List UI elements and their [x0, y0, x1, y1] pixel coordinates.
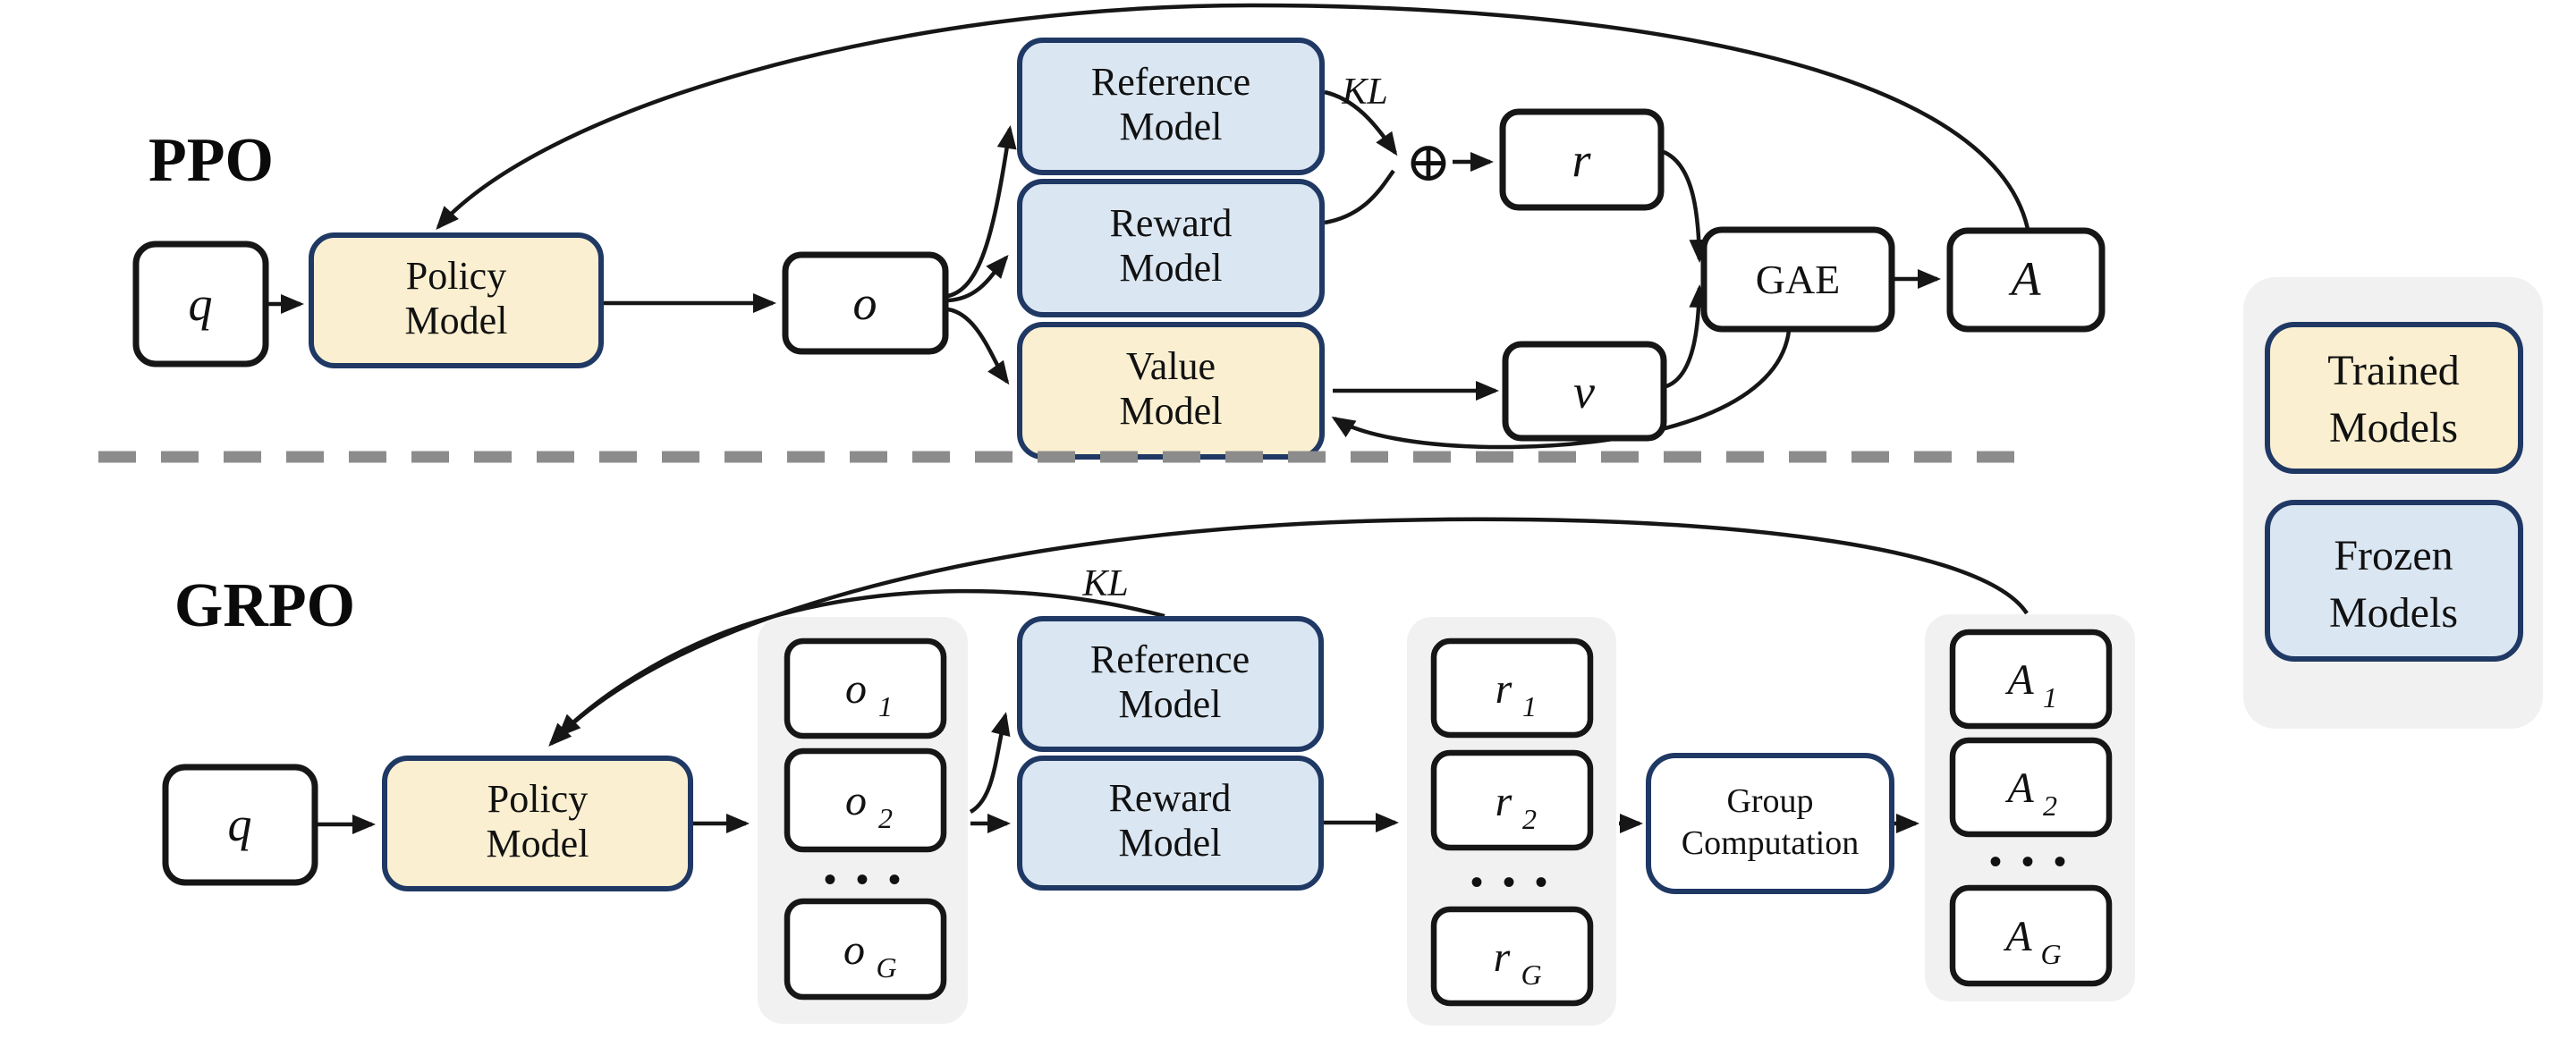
- grpo-reference-line2: Model: [1119, 682, 1222, 726]
- ppo-reference-line2: Model: [1120, 105, 1223, 148]
- ppo-reward-model-box: [1017, 179, 1325, 317]
- grpo-oG-sub: G: [876, 951, 896, 984]
- ppo-reward-line2: Model: [1120, 246, 1223, 290]
- grpo-rG-box: [1430, 906, 1594, 1007]
- grpo-r2-base: r: [1496, 778, 1513, 825]
- grpo-feedback-arc-a-to-policy: [548, 517, 2029, 747]
- grpo-reference-model-box: [1017, 616, 1324, 752]
- ppo-r-box: [1499, 108, 1665, 211]
- grpo-aG-box: [1949, 884, 2113, 987]
- ppo-arrow-v-to-gae: [1665, 284, 1709, 389]
- grpo-section: GRPO q Policy Model KL o 1 o 2 • • • o G…: [162, 517, 2135, 1026]
- ppo-oplus-icon: ⊕: [1405, 132, 1452, 193]
- legend-frozen-line1: Frozen: [2334, 532, 2453, 579]
- ppo-feedback-arc-a-to-policy: [436, 3, 2030, 230]
- grpo-r-ellipsis: • • •: [1470, 862, 1553, 902]
- grpo-reward-model-box: [1017, 756, 1324, 891]
- grpo-a2-base: A: [2004, 764, 2034, 812]
- grpo-rG-base: r: [1494, 933, 1511, 981]
- grpo-a-ellipsis: • • •: [1989, 841, 2072, 882]
- grpo-title: GRPO: [174, 571, 355, 640]
- grpo-o1-sub: 1: [878, 690, 893, 722]
- ppo-policy-line2: Model: [405, 299, 508, 342]
- ppo-gae-label: GAE: [1756, 257, 1841, 302]
- ppo-gae-box: [1700, 226, 1895, 333]
- legend: Trained Models Frozen Models: [2243, 277, 2543, 729]
- ppo-kl-label: KL: [1341, 72, 1387, 113]
- grpo-q-label: q: [228, 798, 252, 851]
- grpo-reference-line1: Reference: [1090, 638, 1250, 681]
- legend-trained-line2: Models: [2329, 404, 2458, 452]
- legend-frozen-line2: Models: [2329, 589, 2458, 637]
- grpo-a2-box: [1949, 737, 2113, 838]
- ppo-o-label: o: [853, 276, 877, 330]
- ppo-v-box: [1502, 341, 1667, 442]
- grpo-oG-base: o: [843, 926, 865, 974]
- ppo-a-label: A: [2009, 252, 2042, 306]
- grpo-group-line1: Group: [1726, 782, 1813, 820]
- grpo-oG-box: [784, 898, 947, 1001]
- ppo-value-line2: Model: [1120, 389, 1223, 433]
- grpo-a1-sub: 1: [2043, 681, 2057, 714]
- grpo-kl-label: KL: [1081, 563, 1128, 604]
- grpo-r1-base: r: [1496, 665, 1513, 713]
- ppo-q-box: [132, 241, 269, 367]
- grpo-kl-arc-reference-to-policy: [557, 588, 1165, 738]
- legend-trained-models-box: [2265, 322, 2523, 474]
- ppo-policy-line1: Policy: [406, 254, 506, 298]
- grpo-o-ellipsis: • • •: [824, 859, 906, 899]
- grpo-o2-sub: 2: [878, 802, 893, 834]
- grpo-o1-box: [784, 638, 947, 739]
- grpo-aG-base: A: [2003, 913, 2032, 960]
- grpo-o2-box: [784, 747, 947, 853]
- grpo-a1-base: A: [2004, 656, 2034, 704]
- ppo-r-label: r: [1572, 133, 1591, 187]
- ppo-a-box: [1946, 227, 2106, 333]
- ppo-reference-model-box: [1017, 38, 1325, 175]
- grpo-policy-model-box: [382, 756, 693, 891]
- grpo-q-box: [162, 764, 318, 886]
- grpo-o1-base: o: [845, 665, 867, 713]
- ppo-q-label: q: [189, 277, 213, 331]
- ppo-arrow-o-to-reference: [947, 125, 1017, 299]
- ppo-reference-line1: Reference: [1091, 60, 1250, 104]
- ppo-title: PPO: [148, 126, 274, 195]
- grpo-r1-box: [1430, 638, 1594, 739]
- ppo-o-box: [782, 251, 949, 355]
- legend-trained-line1: Trained: [2327, 347, 2460, 394]
- ppo-arrow-reference-kl-to-oplus: [1324, 89, 1398, 156]
- grpo-r1-sub: 1: [1522, 690, 1537, 722]
- grpo-reward-line1: Reward: [1109, 776, 1232, 820]
- grpo-policy-line1: Policy: [487, 777, 588, 821]
- grpo-a2-sub: 2: [2043, 790, 2057, 822]
- grpo-rG-sub: G: [1521, 958, 1541, 991]
- ppo-section: PPO q Policy Model o Reference Model Rew…: [132, 3, 2106, 460]
- ppo-policy-model-box: [309, 232, 604, 368]
- grpo-aG-sub: G: [2040, 938, 2061, 970]
- grpo-o2-base: o: [845, 777, 867, 824]
- ppo-arrow-reward-to-oplus: [1324, 169, 1395, 225]
- grpo-a1-box: [1949, 629, 2113, 730]
- ppo-reward-line1: Reward: [1110, 201, 1233, 245]
- ppo-arrow-r-to-gae: [1662, 149, 1709, 263]
- ppo-v-label: v: [1573, 365, 1595, 418]
- grpo-r2-sub: 2: [1522, 803, 1537, 835]
- ppo-arrow-o-to-reward: [947, 254, 1009, 303]
- ppo-loop-gae-to-value: [1331, 330, 1792, 450]
- grpo-group-line2: Computation: [1682, 824, 1859, 862]
- legend-frozen-models-box: [2265, 500, 2523, 662]
- grpo-group-computation-box: [1646, 753, 1894, 894]
- ppo-value-line1: Value: [1126, 344, 1216, 388]
- ppo-arrow-o-to-value: [947, 307, 1010, 385]
- grpo-arrow-o-to-reference: [969, 712, 1011, 814]
- grpo-r2-box: [1430, 749, 1594, 851]
- grpo-reward-line2: Model: [1119, 821, 1222, 865]
- grpo-policy-line2: Model: [487, 822, 589, 866]
